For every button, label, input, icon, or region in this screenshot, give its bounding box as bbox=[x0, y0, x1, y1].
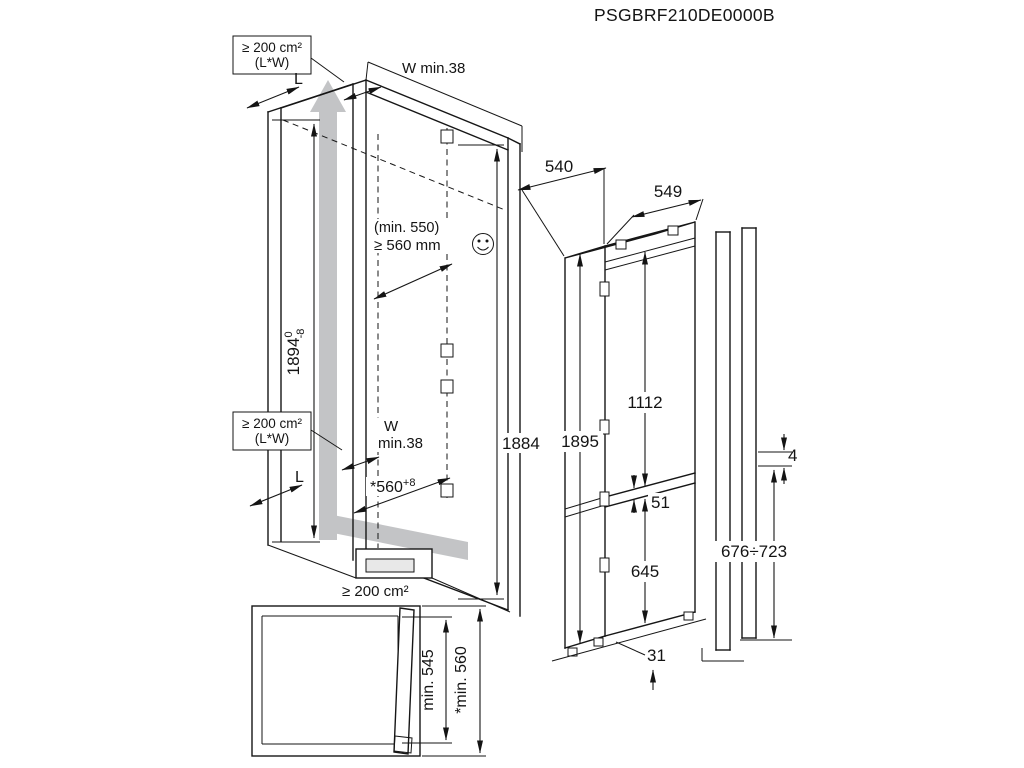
door-hinge-detail bbox=[393, 735, 413, 754]
door-hinge bbox=[599, 491, 610, 507]
dim-w-mid-label2: min.38 bbox=[378, 435, 423, 452]
vent-area-mid-line1: ≥ 200 cm² bbox=[242, 416, 302, 431]
airflow-arrow bbox=[310, 80, 468, 560]
hinge-mark bbox=[440, 483, 454, 498]
door-hinge bbox=[599, 419, 610, 435]
dim-51-halo bbox=[648, 493, 676, 511]
dim-line-540 bbox=[517, 167, 607, 191]
vent-area-top-line1: ≥ 200 cm² bbox=[242, 40, 302, 55]
dim-line-l-top bbox=[246, 86, 300, 109]
hinge-mark bbox=[440, 379, 454, 394]
depth-note-halo bbox=[369, 219, 481, 253]
dim-645-halo bbox=[622, 561, 668, 582]
dim-549-label: 549 bbox=[654, 182, 682, 201]
dim-1894-label: 18940-8 bbox=[283, 329, 307, 376]
vent-area-bottom-label: ≥ 200 cm² bbox=[342, 583, 409, 600]
dim-l-top-label: L bbox=[294, 71, 303, 88]
appliance-foot bbox=[567, 647, 578, 657]
dim-line-w-top bbox=[343, 86, 382, 101]
airflow-bottom-band bbox=[328, 514, 468, 560]
dim-1895-halo bbox=[557, 431, 603, 452]
dim-51-label: 51 bbox=[651, 493, 670, 512]
dim-1884-label: 1884 bbox=[502, 434, 540, 453]
depth-value: ≥ 560 mm bbox=[374, 237, 441, 254]
dim-line-549 bbox=[631, 199, 702, 218]
cabinet-outline-top-view bbox=[251, 605, 421, 757]
dim-min-560-label: *min. 560 bbox=[453, 646, 470, 714]
top-fixing-mark bbox=[615, 239, 627, 250]
dim-676-723-label: 676÷723 bbox=[721, 542, 787, 561]
smiley-icon bbox=[472, 233, 494, 255]
dim-line-l-bottom bbox=[249, 484, 303, 507]
w-mid-halo bbox=[375, 418, 439, 452]
wall-section-profile: 4 676÷723 bbox=[701, 227, 797, 662]
appliance-dimensions: 540 549 1895 1112 51 645 31 bbox=[517, 157, 704, 690]
door-top-view: min. 545 *min. 560 bbox=[251, 605, 486, 757]
dim-min-545-label: min. 545 bbox=[420, 649, 437, 710]
dim-31-label: 31 bbox=[647, 646, 666, 665]
dim-1895-label: 1895 bbox=[561, 432, 599, 451]
door-hinge bbox=[599, 557, 610, 573]
dim-1884-halo bbox=[499, 433, 547, 453]
airflow-vertical-band bbox=[319, 104, 337, 540]
vent-area-box-mid bbox=[232, 411, 312, 451]
dim-line-depth-bottom bbox=[353, 477, 451, 514]
depth-note: (min. 550) bbox=[374, 220, 439, 236]
appliance-foot bbox=[593, 637, 604, 647]
dim-1112-label: 1112 bbox=[627, 393, 662, 412]
dim-676-halo bbox=[713, 541, 795, 562]
dim-645-label: 645 bbox=[631, 562, 659, 581]
dim-w-top-label: W min.38 bbox=[402, 60, 465, 77]
dim-line-depth-top bbox=[373, 263, 453, 300]
vent-area-top-line2: (L*W) bbox=[255, 55, 290, 70]
hinge-mark bbox=[440, 343, 454, 358]
niche-drawing bbox=[267, 61, 523, 617]
hinge-mark bbox=[440, 129, 454, 144]
model-number: PSGBRF210DE0000B bbox=[594, 5, 775, 25]
dim-l-bottom-label: L bbox=[295, 469, 304, 486]
open-door-panel bbox=[393, 607, 415, 755]
vent-area-mid-line2: (L*W) bbox=[255, 431, 290, 446]
dim-w-mid-label1: W bbox=[384, 418, 399, 435]
niche-dimensions: ≥ 200 cm² (L*W) L W min.38 (min. 550) ≥ … bbox=[232, 35, 547, 600]
appliance-foot bbox=[683, 611, 694, 621]
dim-line-w-mid bbox=[341, 456, 380, 471]
vent-area-box-top bbox=[232, 35, 312, 75]
door-hinge bbox=[599, 281, 610, 297]
dim-4-label: 4 bbox=[788, 446, 797, 465]
airflow-arrowhead-icon bbox=[310, 80, 346, 112]
dim-540-label: 540 bbox=[545, 157, 573, 176]
top-fixing-mark bbox=[667, 225, 679, 236]
plinth-vent-grille bbox=[365, 558, 415, 573]
dim-1112-halo bbox=[622, 392, 668, 413]
